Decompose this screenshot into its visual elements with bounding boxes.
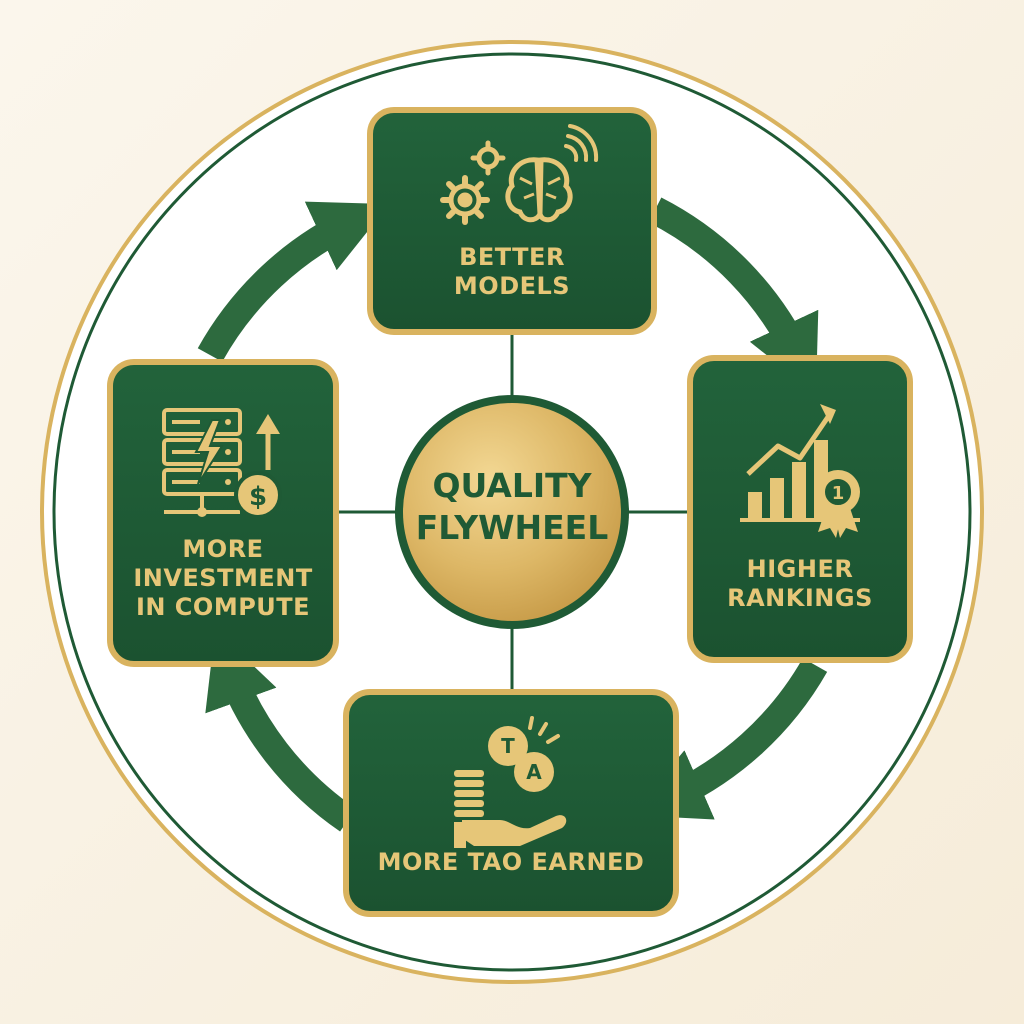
card-better-models	[367, 107, 657, 335]
medal-icon	[816, 470, 860, 538]
hub-core	[403, 403, 621, 621]
outer-ring-green	[52, 52, 972, 972]
coin-a	[514, 752, 554, 792]
coin-t	[488, 726, 528, 766]
medal-number: 1	[832, 483, 845, 504]
hand-icon	[462, 815, 567, 846]
label-more-investment: MORE INVESTMENT IN COMPUTE	[110, 535, 336, 622]
label-better: BETTER	[459, 243, 565, 271]
coin-stack-icon	[454, 770, 484, 817]
label-in-compute: IN COMPUTE	[135, 593, 311, 621]
card-more-tao-earned	[343, 689, 679, 917]
dollar-sign-icon: $	[249, 482, 267, 512]
cycle-arrows	[197, 197, 828, 832]
label-more-tao: MORE TAO EARNED	[377, 848, 645, 876]
gears-brain-icon	[440, 124, 599, 225]
label-investment: INVESTMENT	[133, 564, 313, 592]
coin-letter-a: A	[526, 760, 542, 784]
bar-chart-medal-icon	[740, 404, 860, 538]
signal-waves-icon	[564, 124, 599, 162]
dollar-coin-icon	[234, 471, 282, 519]
lightning-icon	[194, 419, 224, 485]
coin-letter-t: T	[501, 734, 515, 758]
coins-hand-icon	[454, 716, 567, 848]
label-models: MODELS	[453, 272, 571, 300]
brain-icon	[505, 157, 573, 223]
gear-large-icon	[440, 175, 490, 225]
label-more: MORE	[182, 535, 264, 563]
arrow-investment-to-models	[197, 201, 390, 362]
label-better-models: BETTER MODELS	[370, 243, 654, 301]
server-dollar-icon: $	[162, 408, 282, 519]
gear-small-icon	[470, 140, 506, 176]
arrow-rankings-to-tao	[630, 657, 828, 820]
label-rankings: RANKINGS	[727, 584, 873, 612]
trend-line	[746, 412, 833, 476]
arrow-tao-to-investment	[205, 629, 357, 832]
label-higher: HIGHER	[746, 555, 854, 583]
connector-lines	[337, 333, 690, 690]
center-title-quality: QUALITY	[432, 466, 592, 505]
arrow-models-to-rankings	[648, 197, 819, 395]
label-more-tao-earned: MORE TAO EARNED	[346, 848, 676, 877]
sparkle-icon	[528, 716, 560, 744]
center-title-flywheel: FLYWHEEL	[415, 508, 609, 547]
center-title: QUALITY FLYWHEEL	[377, 465, 647, 549]
up-arrow-icon	[256, 414, 280, 470]
label-higher-rankings: HIGHER RANKINGS	[690, 555, 910, 613]
